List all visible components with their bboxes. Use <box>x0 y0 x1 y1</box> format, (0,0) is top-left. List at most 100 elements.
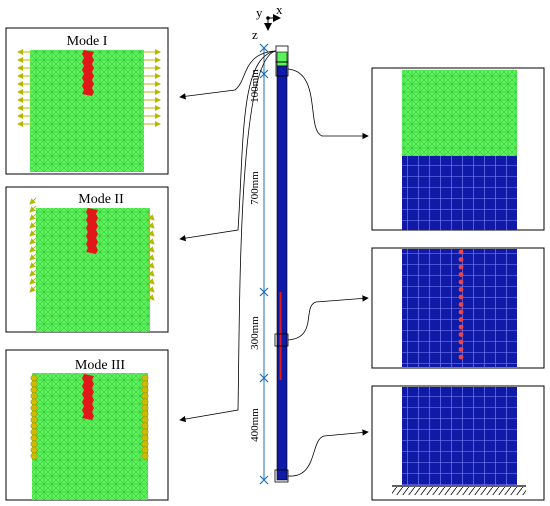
detail-panel-top <box>371 67 545 231</box>
support-node <box>30 428 38 436</box>
load-arrow <box>29 285 37 293</box>
axis-z-label: z <box>252 27 258 42</box>
support-node <box>141 452 149 460</box>
mode-1-title: Mode I <box>67 34 108 49</box>
support-node <box>30 440 38 448</box>
mode-3-crack <box>82 374 94 420</box>
mode-3-support-nodes-left <box>30 374 38 460</box>
dimension-tick-icon <box>259 43 269 53</box>
support-node <box>30 410 38 418</box>
load-arrow <box>29 237 37 245</box>
load-arrow <box>147 285 155 293</box>
support-node <box>141 440 149 448</box>
load-arrow <box>147 245 155 253</box>
fixed-support-hatch-icon <box>392 487 526 495</box>
load-arrow <box>29 197 37 205</box>
detail-panel-bottom <box>371 385 545 501</box>
leader-arrow-icon <box>179 50 369 477</box>
dim-label-400: 400mm <box>249 408 261 442</box>
support-node <box>141 374 149 382</box>
load-arrow <box>147 213 155 221</box>
detail-support-mesh <box>402 387 517 485</box>
dim-label-700: 700mm <box>249 171 261 205</box>
sensor-dot <box>458 287 464 292</box>
load-arrow <box>29 229 37 237</box>
load-arrow <box>29 221 37 229</box>
support-node <box>30 386 38 394</box>
support-node <box>30 452 38 460</box>
support-node <box>30 380 38 388</box>
mode-2-title: Mode II <box>78 192 124 207</box>
load-arrow <box>147 229 155 237</box>
crack-shape <box>86 208 98 254</box>
load-arrow <box>29 245 37 253</box>
dim-label-300: 300mm <box>249 316 261 350</box>
support-node <box>141 404 149 412</box>
mode-1-load-arrows-right <box>144 49 161 127</box>
detail-crack-mesh <box>402 70 517 156</box>
support-node <box>141 446 149 454</box>
load-arrow <box>147 261 155 269</box>
axis-y-label: y <box>256 5 263 20</box>
mode-3-support-nodes-right <box>141 374 149 460</box>
sensor-dot <box>458 332 464 337</box>
sensor-dot <box>458 249 464 255</box>
crack-shape <box>82 50 94 96</box>
mode-2-panel: Mode II <box>5 186 169 333</box>
support-node <box>30 446 38 454</box>
load-arrow <box>29 269 37 277</box>
support-node <box>141 398 149 406</box>
load-arrow <box>147 221 155 229</box>
support-node <box>30 422 38 430</box>
sensor-dot <box>458 279 464 285</box>
support-node <box>30 404 38 412</box>
load-arrow <box>29 213 37 221</box>
dimension-tick-icon <box>259 373 269 383</box>
sensor-dot <box>458 309 464 315</box>
load-arrow <box>147 293 155 301</box>
beam-steel-body <box>276 65 288 481</box>
support-node <box>141 428 149 436</box>
dimension-ticks <box>259 43 269 485</box>
mode-1-crack <box>82 50 94 96</box>
mode-3-panel: Mode III <box>5 349 169 501</box>
sensor-dot <box>458 264 464 270</box>
axis-x-label: x <box>276 2 283 17</box>
sensor-dot <box>458 354 464 360</box>
mode-2-crack <box>86 208 98 254</box>
support-node <box>141 422 149 430</box>
detail-sensor-dots <box>458 249 464 360</box>
dimension-tick-icon <box>259 287 269 297</box>
mode-3-title: Mode III <box>75 358 125 373</box>
dimension-tick-icon <box>259 475 269 485</box>
support-node <box>141 416 149 424</box>
support-node <box>141 410 149 418</box>
load-arrow <box>29 277 37 285</box>
support-node <box>30 398 38 406</box>
sensor-dot <box>458 302 464 307</box>
dim-label-100: 100mm <box>249 69 261 103</box>
sensor-dot <box>458 339 464 345</box>
support-node <box>141 386 149 394</box>
load-arrow <box>147 237 155 245</box>
support-node <box>30 374 38 382</box>
detail-steel-mesh <box>402 156 517 230</box>
load-arrow <box>29 253 37 261</box>
support-node <box>141 392 149 400</box>
mode-2-load-arrows-right <box>147 213 155 301</box>
sensor-dot <box>458 294 464 300</box>
beam <box>276 51 288 481</box>
beam-crack-zone <box>276 51 288 67</box>
load-arrow <box>147 269 155 277</box>
sensor-dot <box>458 324 464 330</box>
mode-2-load-arrows-left <box>29 197 37 293</box>
detail-panel-middle <box>371 247 545 369</box>
load-arrow <box>29 261 37 269</box>
load-arrow <box>29 205 37 213</box>
support-node <box>30 416 38 424</box>
sensor-dot <box>458 317 464 322</box>
support-node <box>30 392 38 400</box>
support-node <box>141 434 149 442</box>
dimension-tick-icon <box>259 69 269 79</box>
